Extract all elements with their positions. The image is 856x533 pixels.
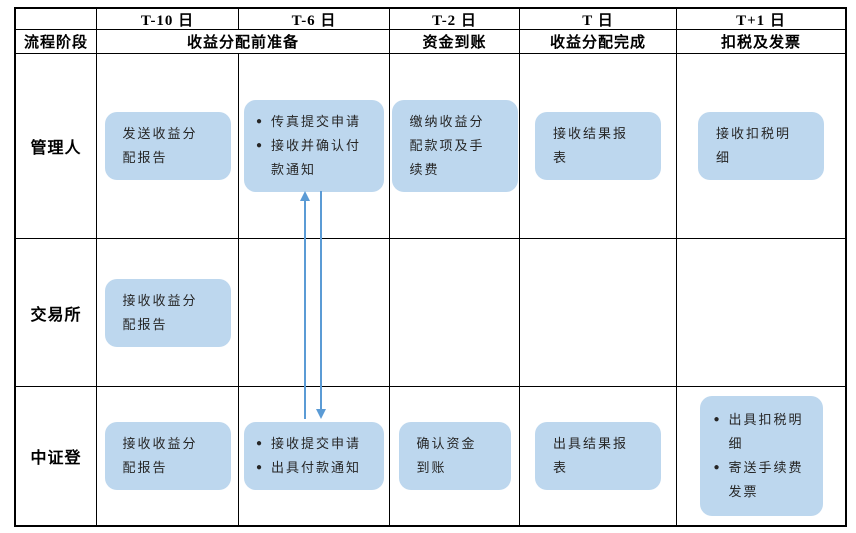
task-text: 出具付款通知 (271, 460, 362, 475)
bullet-dot-icon: ● (256, 140, 263, 151)
task-box-send-distribution-report: 发送收益分配报告 (104, 112, 231, 180)
task-box-issue-result-report: 出具结果报表 (535, 422, 661, 490)
bullet-dot-icon: ● (256, 438, 263, 449)
arrow-down-icon (316, 191, 326, 419)
cell-exchange-t-6 (239, 239, 390, 387)
bullet-item: ● 出具扣税明细 (714, 408, 809, 456)
arrow-up-icon (300, 191, 310, 419)
task-text: 出具扣税明细 (728, 412, 804, 451)
row-label-manager: 管理人 (16, 54, 97, 239)
task-box-issue-tax-invoice: ● 出具扣税明细 ● 寄送手续费发票 (699, 396, 823, 516)
task-box-receive-distribution-report: 接收收益分配报告 (104, 422, 231, 490)
cell-manager-t: 接收结果报表 (520, 54, 677, 239)
cell-csdc-t: 出具结果报表 (520, 387, 677, 525)
bullet-dot-icon: ● (256, 462, 263, 473)
task-text: 接收提交申请 (271, 436, 362, 451)
stage-row-label: 流程阶段 (16, 30, 97, 54)
cell-exchange-t-10: 接收收益分配报告 (97, 239, 239, 387)
task-box-receive-result-report: 接收结果报表 (535, 112, 661, 180)
cell-csdc-t-2: 确认资金到账 (390, 387, 520, 525)
row-label-csdc: 中证登 (16, 387, 97, 525)
process-table: T-10 日 T-6 日 T-2 日 T 日 T+1 日 流程阶段 收益分配前准… (14, 7, 847, 527)
cell-exchange-t-2 (390, 239, 520, 387)
task-box-receive-distribution-report: 接收收益分配报告 (104, 278, 231, 347)
cell-manager-t-2: 缴纳收益分配款项及手续费 (390, 54, 520, 239)
col-header-t-minus-2: T-2 日 (390, 9, 520, 30)
cell-csdc-t-plus-1: ● 出具扣税明细 ● 寄送手续费发票 (677, 387, 845, 525)
col-header-t-minus-6: T-6 日 (239, 9, 390, 30)
cell-manager-t-10: 发送收益分配报告 (97, 54, 239, 239)
bullet-item: ● 传真提交申请 (256, 110, 372, 134)
row-label-exchange: 交易所 (16, 239, 97, 387)
col-header-t: T 日 (520, 9, 677, 30)
phase-preparation: 收益分配前准备 (97, 30, 390, 54)
corner-cell (16, 9, 97, 30)
phase-funds-arrival: 资金到账 (390, 30, 520, 54)
cell-exchange-t-plus-1 (677, 239, 845, 387)
bullet-dot-icon: ● (256, 116, 263, 127)
bullet-item: ● 寄送手续费发票 (714, 456, 809, 504)
task-box-confirm-funds: 确认资金到账 (398, 422, 511, 490)
task-box-fax-application: ● 传真提交申请 ● 接收并确认付款通知 (244, 100, 384, 192)
cell-csdc-t-6: ● 接收提交申请 ● 出具付款通知 (239, 387, 390, 525)
task-text: 传真提交申请 (271, 114, 362, 129)
task-box-receive-application: ● 接收提交申请 ● 出具付款通知 (244, 422, 384, 490)
col-header-t-plus-1: T+1 日 (677, 9, 845, 30)
bullet-dot-icon: ● (713, 462, 720, 473)
cell-manager-t-plus-1: 接收扣税明细 (677, 54, 845, 239)
task-text: 接收并确认付款通知 (271, 138, 362, 177)
cell-exchange-t (520, 239, 677, 387)
bullet-dot-icon: ● (713, 414, 720, 425)
task-box-receive-tax-detail: 接收扣税明细 (698, 112, 824, 180)
task-text: 寄送手续费发票 (728, 460, 804, 499)
cell-csdc-t-10: 接收收益分配报告 (97, 387, 239, 525)
phase-distribution-complete: 收益分配完成 (520, 30, 677, 54)
bullet-item: ● 接收提交申请 (256, 432, 372, 456)
phase-tax-invoice: 扣税及发票 (677, 30, 845, 54)
bullet-item: ● 出具付款通知 (256, 456, 372, 480)
task-box-pay-distribution-funds: 缴纳收益分配款项及手续费 (391, 100, 518, 192)
bullet-item: ● 接收并确认付款通知 (256, 134, 372, 182)
cell-manager-t-6: ● 传真提交申请 ● 接收并确认付款通知 (239, 54, 390, 239)
col-header-t-minus-10: T-10 日 (97, 9, 239, 30)
